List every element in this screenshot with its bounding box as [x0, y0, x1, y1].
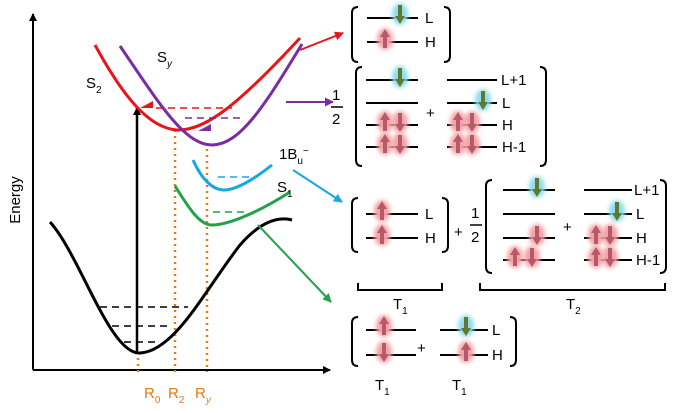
orbital-label-l: L	[492, 322, 500, 339]
half-numerator: 1	[332, 87, 340, 104]
vibrational-levels	[100, 306, 188, 343]
s1-label: S1	[277, 179, 293, 200]
coordinate-labels: R0 R2 Ry	[144, 385, 212, 406]
plus-sign: +	[563, 219, 572, 236]
coordinate-markers	[136, 130, 209, 372]
brackets	[351, 6, 667, 367]
spin-down-arrow	[464, 111, 480, 133]
orbital-label-h: H	[492, 347, 503, 364]
orbital-label-h: H	[502, 117, 513, 134]
spin-up-arrow	[588, 224, 604, 246]
spin-down-arrow	[529, 176, 545, 198]
s2-label: S2	[86, 75, 102, 96]
orbital-label-l: L	[425, 10, 433, 27]
orbital-label-l: L	[636, 206, 644, 223]
spin-down-arrow	[529, 224, 545, 246]
spin-up-arrow	[377, 111, 393, 133]
energy-axis-label: Energy	[7, 176, 24, 224]
spin-down-arrow	[475, 89, 491, 111]
half-denominator: 2	[332, 111, 340, 128]
r2-label: R2	[168, 385, 185, 406]
spin-down-arrow	[524, 246, 540, 268]
ground-state-curve	[48, 217, 293, 355]
bu-curve	[191, 159, 273, 192]
orbital-label-h: H	[425, 34, 436, 51]
orbital-label-l: L	[425, 206, 433, 223]
bu-pointer-arrow	[292, 169, 343, 203]
term-t1-label: T1	[452, 377, 467, 398]
s2-flag	[140, 101, 153, 108]
half-numerator: 1	[471, 205, 479, 222]
ry-label: Ry	[195, 385, 212, 406]
spin-down-arrow	[392, 3, 408, 25]
spin-up-arrow	[458, 341, 474, 363]
term-t1-label: T1	[393, 296, 408, 317]
s2-curve	[93, 36, 302, 132]
plus-sign: +	[417, 340, 426, 357]
orbital-label-hminus1: H-1	[636, 252, 660, 269]
spin-down-arrow	[376, 341, 392, 363]
spin-down-arrow	[392, 66, 408, 88]
spin-up-arrow	[588, 246, 604, 268]
spin-up-arrow	[374, 224, 390, 246]
sy-flag	[198, 124, 211, 131]
orbital-label-h: H	[425, 230, 436, 247]
spin-up-arrow	[374, 200, 390, 222]
sy-curve	[118, 43, 304, 147]
spin-up-arrow	[377, 28, 393, 50]
term-t2-label: T2	[566, 296, 581, 317]
s1-pointer-arrow	[257, 224, 332, 303]
plus-sign: +	[454, 224, 463, 241]
spin-down-arrow	[602, 246, 618, 268]
orbital-label-lplus1: L+1	[634, 182, 659, 199]
s1-curve	[173, 185, 291, 227]
orbital-label-hminus1: H-1	[502, 139, 526, 156]
spin-up-arrow	[376, 315, 392, 337]
spin-up-arrow	[507, 246, 523, 268]
half-denominator: 2	[471, 229, 479, 246]
spin-up-arrow	[377, 133, 393, 155]
r0-label: R0	[144, 385, 161, 406]
plus-sign: +	[426, 105, 435, 122]
spin-down-arrow	[458, 315, 474, 337]
orbital-label-l: L	[502, 95, 510, 112]
sy-label: Sy	[157, 49, 173, 70]
spin-down-arrow	[602, 224, 618, 246]
spin-down-arrow	[609, 200, 625, 222]
electron-spins	[374, 3, 625, 363]
term-t1-label: T1	[375, 377, 390, 398]
orbital-label-h: H	[636, 230, 647, 247]
block-sy-config: 1 2 + L+1 L H H-1	[331, 72, 526, 156]
spin-up-arrow	[450, 133, 466, 155]
spin-down-arrow	[392, 111, 408, 133]
spin-down-arrow	[392, 133, 408, 155]
orbital-label-lplus1: L+1	[501, 72, 526, 89]
spin-up-arrow	[450, 111, 466, 133]
spin-down-arrow	[464, 133, 480, 155]
bu-label: 1Bu−	[279, 146, 309, 167]
s2-pointer-arrow	[299, 31, 344, 51]
